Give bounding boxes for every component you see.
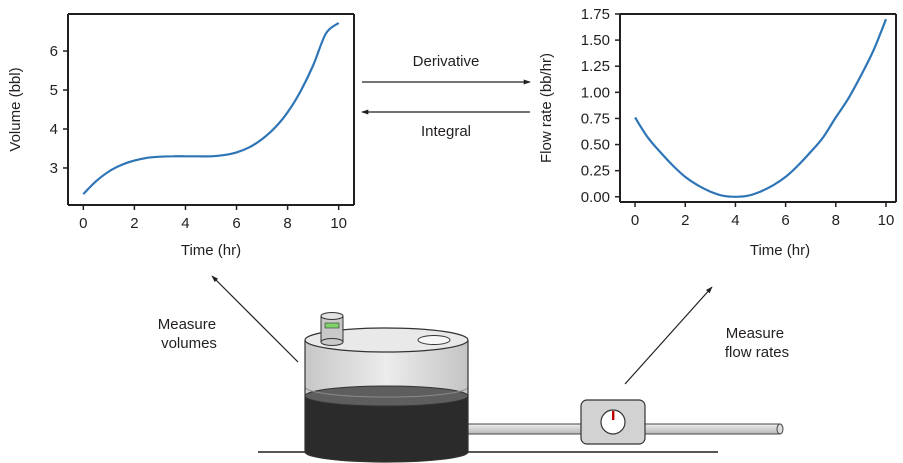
flow-rate-chart-axes xyxy=(619,13,897,203)
flow-rate-x-tick-label: 8 xyxy=(832,212,840,229)
measure-flow-rates-annotation: Measure flow rates xyxy=(624,286,789,385)
volume-chart-axes xyxy=(67,13,355,206)
flow-meter-needle xyxy=(612,411,615,420)
flow-rate-x-tick-label: 0 xyxy=(631,212,639,229)
volume-x-tick-label: 0 xyxy=(79,215,87,232)
flow-rate-y-tick-label: 0.50 xyxy=(581,137,610,154)
flow-rate-x-tick-label: 4 xyxy=(731,212,739,229)
flow-rate-x-axis-label: Time (hr) xyxy=(750,242,810,259)
flow-rate-y-ticks: 0.00 0.25 0.50 0.75 1.00 1.25 1.50 1.75 xyxy=(581,6,620,206)
measure-flow-rates-label: Measure flow rates xyxy=(725,325,789,361)
flow-rate-x-tick-label: 2 xyxy=(681,212,689,229)
storage-tank xyxy=(304,327,469,463)
flow-rate-y-tick-label: 1.00 xyxy=(581,84,610,101)
flow-rate-y-axis-label: Flow rate (bb/hr) xyxy=(538,53,555,163)
level-gauge-indicator xyxy=(324,322,340,329)
flow-rate-y-tick-label: 0.25 xyxy=(581,163,610,180)
volume-x-tick-label: 2 xyxy=(130,215,138,232)
volume-x-tick-label: 6 xyxy=(232,215,240,232)
flow-rate-y-tick-label: 1.50 xyxy=(581,32,610,49)
flow-rate-x-ticks: 0 2 4 6 8 10 xyxy=(631,202,894,229)
flow-meter-dial xyxy=(600,409,626,435)
flow-rate-y-tick-label: 1.25 xyxy=(581,58,610,75)
derivative-label: Derivative xyxy=(413,53,480,70)
integral-arrow: Integral xyxy=(361,109,530,140)
volume-curve xyxy=(82,22,340,195)
volume-y-ticks: 3 4 5 6 xyxy=(50,43,68,177)
tank-illustration xyxy=(258,312,784,463)
volume-x-ticks: 0 2 4 6 8 10 xyxy=(79,205,347,232)
flow-rate-chart: 0 2 4 6 8 10 0.00 0.25 0.50 0.75 1.00 1.25 1.50 1.75… xyxy=(538,6,897,259)
flow-rate-y-tick-label: 0.00 xyxy=(581,189,610,206)
flow-rate-y-tick-label: 0.75 xyxy=(581,110,610,127)
volume-x-tick-label: 8 xyxy=(283,215,291,232)
volume-y-tick-label: 3 xyxy=(50,160,58,177)
flow-rate-x-tick-label: 6 xyxy=(781,212,789,229)
volume-y-axis-label: Volume (bbl) xyxy=(7,67,24,151)
derivative-arrow: Derivative xyxy=(362,53,531,85)
volume-y-tick-label: 6 xyxy=(50,43,58,60)
flow-rate-x-tick-label: 10 xyxy=(878,212,895,229)
volume-x-tick-label: 4 xyxy=(181,215,189,232)
tank-hatch xyxy=(417,335,451,345)
measure-volumes-annotation: Measure volumes xyxy=(158,275,299,363)
volume-y-tick-label: 5 xyxy=(50,82,58,99)
flow-rate-curve xyxy=(634,18,888,198)
volume-y-tick-label: 4 xyxy=(50,121,58,138)
flow-rate-y-tick-label: 1.75 xyxy=(581,6,610,23)
volume-chart: 0 2 4 6 8 10 3 4 5 6 Time (hr) Volume (bbl) xyxy=(7,13,355,259)
flow-meter-icon xyxy=(580,399,646,445)
volume-x-axis-label: Time (hr) xyxy=(181,242,241,259)
volume-x-tick-label: 10 xyxy=(330,215,347,232)
level-gauge-icon xyxy=(320,312,344,346)
integral-label: Integral xyxy=(421,123,471,140)
measure-volumes-label: Measure volumes xyxy=(158,316,221,352)
